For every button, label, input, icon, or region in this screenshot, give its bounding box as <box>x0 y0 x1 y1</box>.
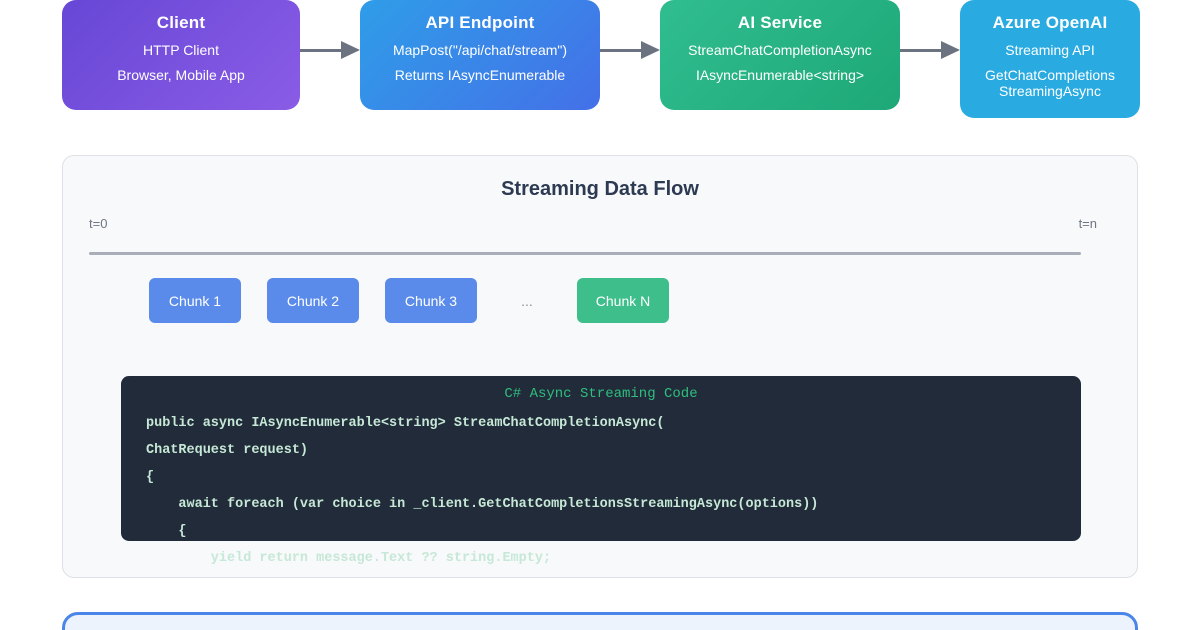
node-subtitle: IAsyncEnumerable<string> <box>660 67 900 83</box>
chunk-1: Chunk 1 <box>149 278 241 323</box>
node-title: API Endpoint <box>360 13 600 33</box>
streaming-data-flow-panel: Streaming Data Flow t=0 t=n Chunk 1 Chun… <box>62 155 1138 578</box>
code-line: ChatRequest request) <box>146 437 1081 464</box>
flow-node-client: Client HTTP Client Browser, Mobile App <box>62 0 300 110</box>
code-line: public async IAsyncEnumerable<string> St… <box>146 410 1081 437</box>
node-title: AI Service <box>660 13 900 33</box>
chunks-row: Chunk 1 Chunk 2 Chunk 3 ... Chunk N <box>149 278 669 323</box>
timeline-end-label: t=n <box>1079 216 1097 231</box>
arrow-right-icon <box>300 40 360 60</box>
chunk-n: Chunk N <box>577 278 669 323</box>
flow-node-ai-service: AI Service StreamChatCompletionAsync IAs… <box>660 0 900 110</box>
code-block: C# Async Streaming Code public async IAs… <box>121 376 1081 541</box>
arrow-right-icon <box>600 40 660 60</box>
code-lines: public async IAsyncEnumerable<string> St… <box>121 410 1081 572</box>
flow-node-azure-openai: Azure OpenAI Streaming API GetChatComple… <box>960 0 1140 118</box>
code-line: await foreach (var choice in _client.Get… <box>146 491 1081 518</box>
bottom-panel <box>62 612 1138 630</box>
node-subtitle: Streaming API <box>960 42 1140 58</box>
chunk-2: Chunk 2 <box>267 278 359 323</box>
panel-title: Streaming Data Flow <box>63 178 1137 201</box>
arrow-right-icon <box>900 40 960 60</box>
chunk-ellipsis: ... <box>503 293 551 309</box>
node-subtitle: Browser, Mobile App <box>62 67 300 83</box>
architecture-flow: Client HTTP Client Browser, Mobile App A… <box>62 0 1140 120</box>
flow-node-api-endpoint: API Endpoint MapPost("/api/chat/stream")… <box>360 0 600 110</box>
code-block-title: C# Async Streaming Code <box>121 386 1081 406</box>
chunk-3: Chunk 3 <box>385 278 477 323</box>
node-title: Azure OpenAI <box>960 13 1140 33</box>
node-subtitle: StreamChatCompletionAsync <box>660 42 900 58</box>
node-subtitle: GetChatCompletions StreamingAsync <box>960 67 1140 99</box>
node-subtitle: Returns IAsyncEnumerable <box>360 67 600 83</box>
code-line: { <box>146 518 1081 545</box>
timeline-labels: t=0 t=n <box>89 216 1097 231</box>
timeline-start-label: t=0 <box>89 216 107 231</box>
code-line-overflow: yield return message.Text ?? string.Empt… <box>146 545 1081 572</box>
node-subtitle: MapPost("/api/chat/stream") <box>360 42 600 58</box>
node-title: Client <box>62 13 300 33</box>
node-subtitle: HTTP Client <box>62 42 300 58</box>
timeline-line <box>89 252 1081 255</box>
code-line: { <box>146 464 1081 491</box>
